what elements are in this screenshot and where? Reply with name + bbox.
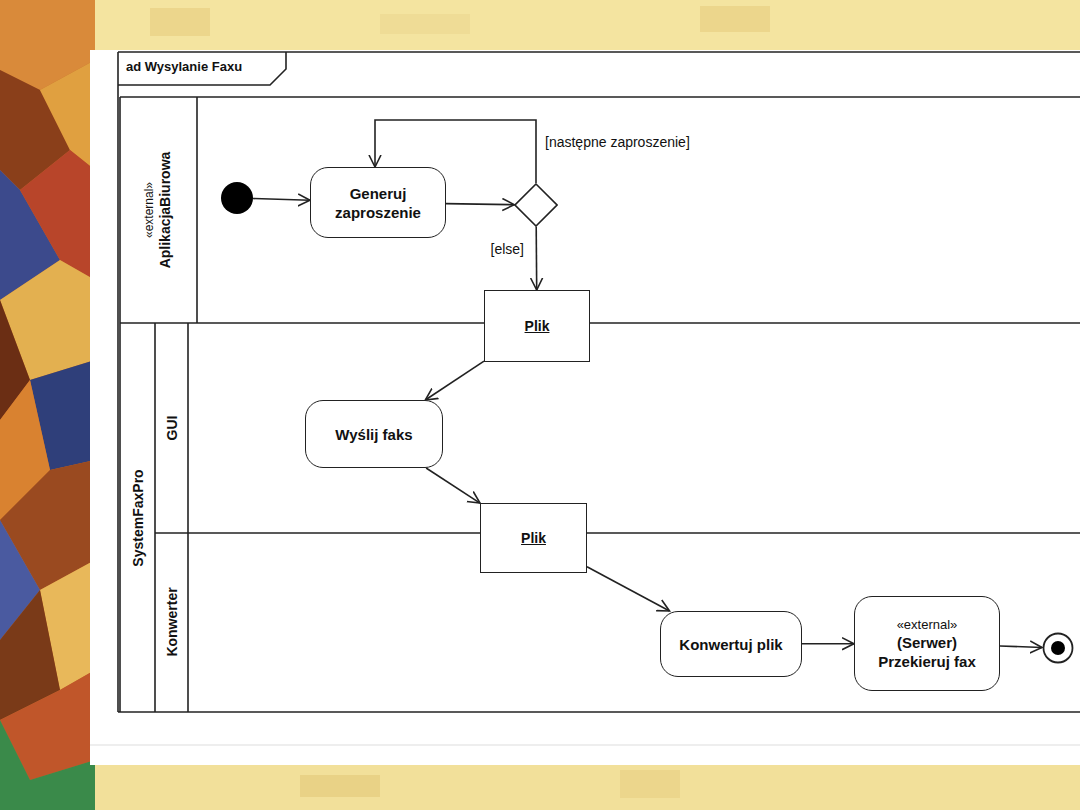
control-flow-arrow (535, 227, 537, 290)
final-outline (1042, 632, 1074, 664)
control-flow-arrow (426, 468, 480, 503)
final-dot (1051, 641, 1065, 655)
control-flow-arrow (425, 361, 484, 400)
guard-label: [następne zaproszenie] (543, 134, 692, 150)
diamond-outline (514, 183, 558, 227)
frame-lines (118, 52, 1080, 712)
control-flow-arrow (802, 643, 854, 645)
object-name: Plik (521, 530, 546, 546)
white-panel (90, 50, 1080, 765)
frame-title: ad Wysylanie Faxu (126, 59, 242, 74)
control-flow-arrow (1000, 646, 1042, 648)
object-node: Plik (484, 290, 590, 362)
control-flow-arrow (446, 204, 514, 205)
action-name: Generuj zaproszenie (322, 184, 434, 222)
lane-header: GUI (164, 416, 181, 441)
control-flow-arrow (587, 567, 670, 611)
box-content: Plik (525, 318, 550, 334)
lane-header: «external»AplikacjaBiurowa (142, 152, 174, 269)
swimlane: GUI Wyślij faks (155, 323, 1080, 533)
box-content: Wyślij faks (335, 425, 412, 444)
stereotype-label: «external» (897, 617, 958, 633)
box-content: Generuj zaproszenie (322, 184, 434, 222)
object-node: Plik (480, 503, 587, 573)
initial-node (221, 182, 253, 214)
action-name: Wyślij faks (335, 425, 412, 444)
lane-name: AplikacjaBiurowa (157, 152, 174, 269)
box-content: Plik (521, 530, 546, 546)
box-content: Konwertuj plik (679, 635, 782, 654)
decision-diamond (514, 183, 558, 227)
action-box: Generuj zaproszenie (310, 167, 446, 238)
stereotype-label: «external» (142, 152, 157, 269)
guard-label: [else] (489, 241, 526, 257)
lane-name: GUI (164, 416, 181, 441)
control-flow-arrow (253, 199, 310, 201)
swimlane: SystemFaxProGUIWyślij faksKonwerterKonwe… (120, 323, 1080, 712)
diamond-shape (515, 184, 557, 226)
swimlane: «external»AplikacjaBiurowa Generuj zapros… (120, 97, 1080, 323)
final-ring (1044, 634, 1073, 663)
final-node (1042, 632, 1074, 664)
action-box: Wyślij faks (305, 400, 443, 468)
action-name: (Serwer) Przekieruj fax (871, 633, 983, 671)
lane-name: SystemFaxPro (130, 469, 147, 566)
lane-header: Konwerter (164, 587, 181, 656)
panel-rule (90, 745, 1080, 746)
action-name: Konwertuj plik (679, 635, 782, 654)
swimlane: KonwerterKonwertuj plik «external»(Serwer… (155, 533, 1080, 712)
box-content: «external»(Serwer) Przekieruj fax (871, 617, 983, 671)
lane-header: SystemFaxPro (130, 469, 147, 566)
object-name: Plik (525, 318, 550, 334)
lane-name: Konwerter (164, 587, 181, 656)
action-box: Konwertuj plik (660, 611, 802, 677)
action-box: «external»(Serwer) Przekieruj fax (854, 596, 1000, 691)
